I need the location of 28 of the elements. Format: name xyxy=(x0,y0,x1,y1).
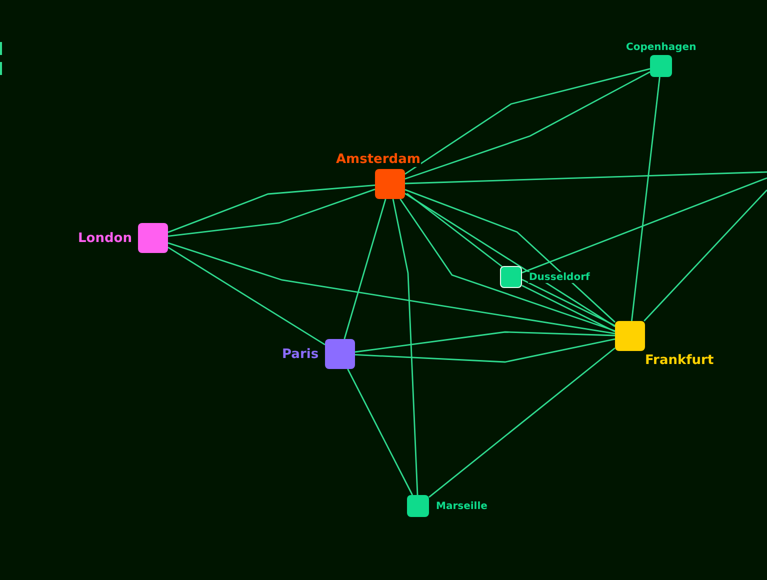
city-label: Marseille xyxy=(435,500,488,512)
city-node xyxy=(138,223,168,253)
city-node xyxy=(407,495,429,517)
connector-line xyxy=(354,338,616,363)
connector-line xyxy=(406,192,502,268)
connector-line xyxy=(168,242,616,334)
connector-line xyxy=(344,198,386,340)
connector-line xyxy=(392,198,418,496)
connector-line xyxy=(522,278,616,326)
city-label: Paris xyxy=(281,346,320,362)
connector-line xyxy=(522,284,616,332)
city-node xyxy=(500,266,522,288)
connector-line xyxy=(347,368,414,496)
connector-line xyxy=(354,331,616,353)
connector-line xyxy=(404,171,767,184)
connector-line xyxy=(168,246,326,346)
connector-line xyxy=(631,76,660,322)
connector-line xyxy=(644,190,767,322)
city-label: London xyxy=(77,230,133,246)
connector-line xyxy=(428,347,616,498)
city-label: Copenhagen xyxy=(625,42,698,53)
connector-line xyxy=(522,177,767,274)
city-label: Amsterdam xyxy=(335,152,422,167)
city-node xyxy=(650,55,672,77)
city-node xyxy=(375,169,405,199)
city-node xyxy=(615,321,645,351)
city-node xyxy=(325,339,355,369)
city-label: Dusseldorf xyxy=(528,272,591,282)
